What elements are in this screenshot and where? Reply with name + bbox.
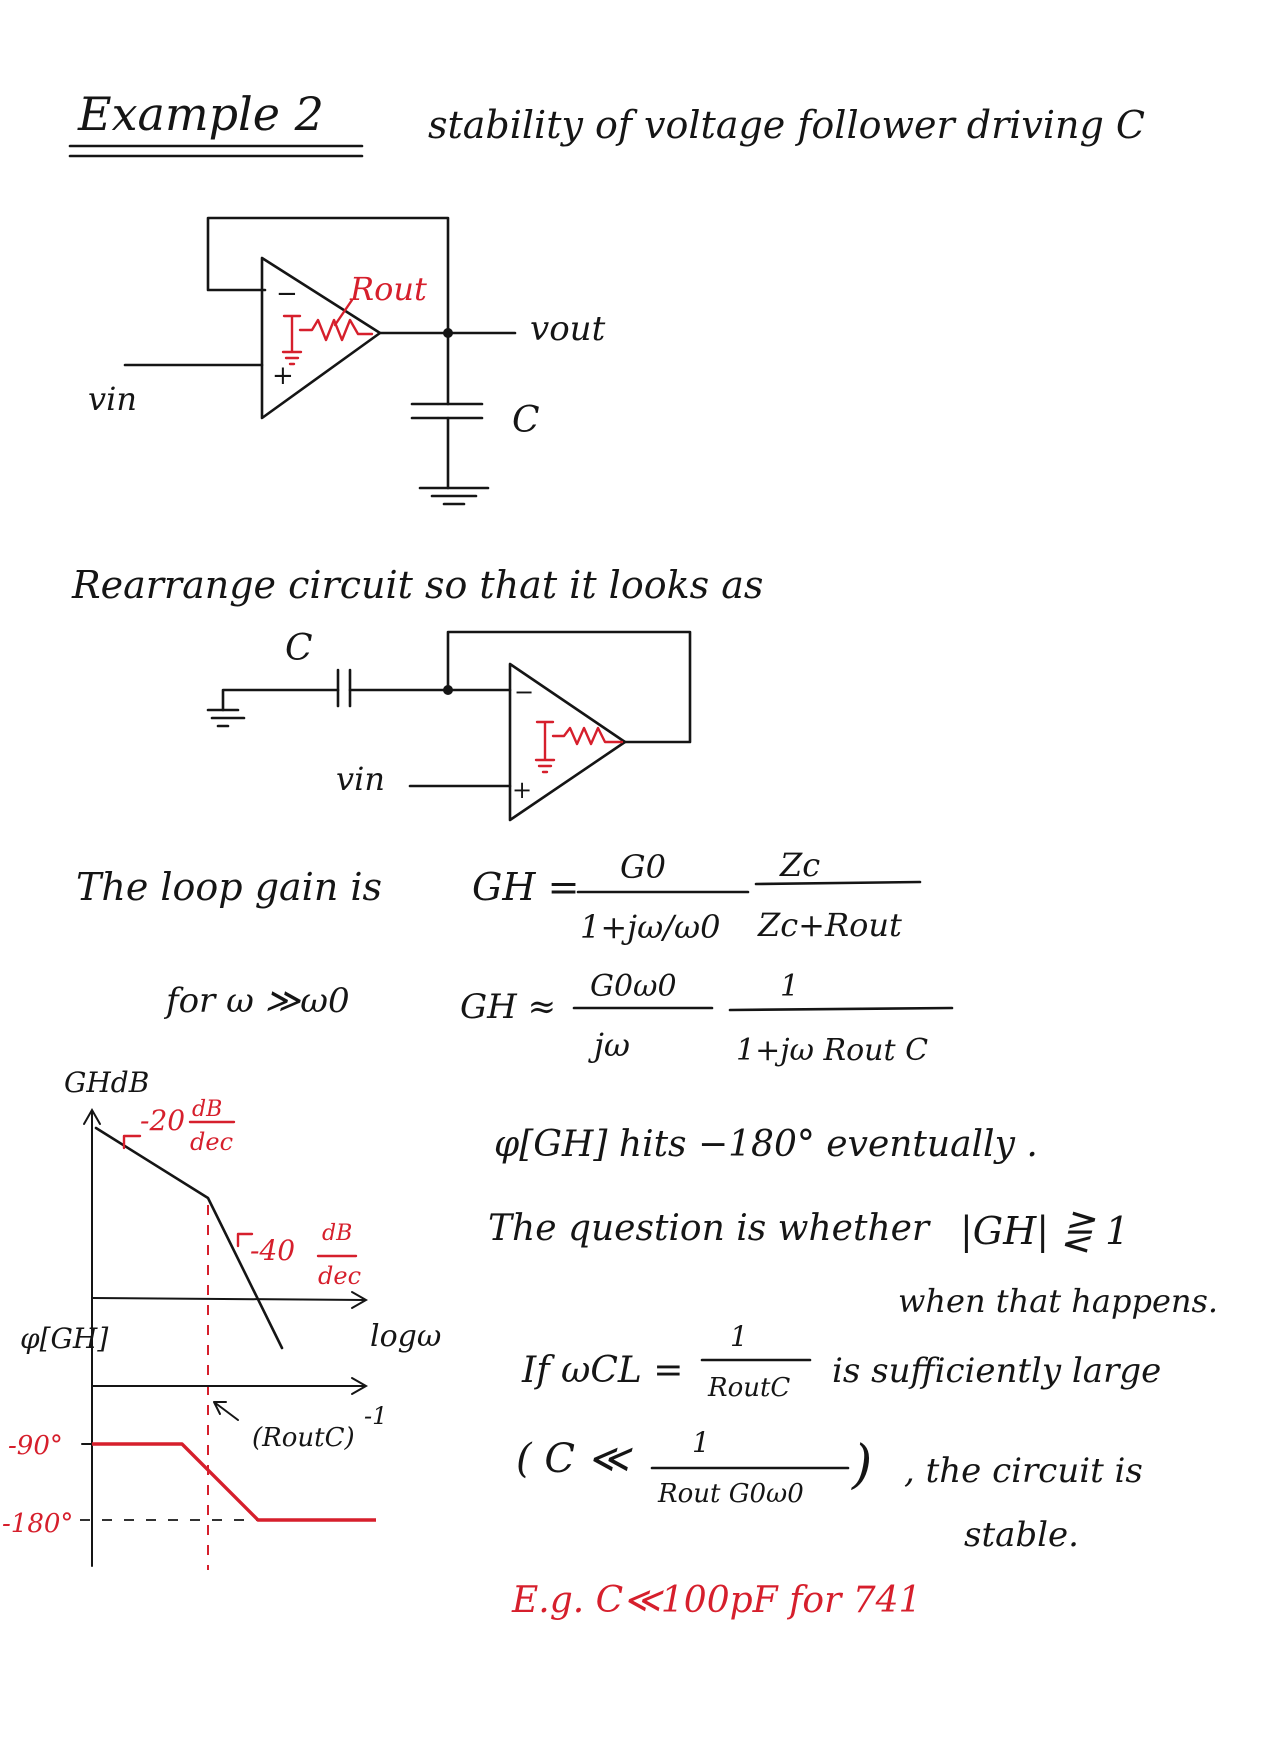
internal-source2-icon — [534, 720, 556, 774]
slope2-value: -40 — [250, 1234, 295, 1267]
opamp-minus: − — [276, 279, 298, 309]
phase-curve — [92, 1442, 376, 1522]
output-resistor2-icon — [551, 726, 624, 746]
frac1-numerator: G0 — [620, 848, 666, 886]
feedback-wire — [206, 216, 450, 335]
tick-180-label: -180° — [2, 1509, 73, 1539]
opamp2-minus: − — [514, 678, 534, 706]
slope1-unit-den: dec — [190, 1128, 233, 1156]
opamp2-plus: + — [512, 776, 532, 804]
slope1-triangle — [122, 1134, 142, 1150]
frac2-numerator: Zc — [779, 846, 820, 884]
if-text: If ωCL = — [521, 1350, 683, 1391]
vin2-label: vin — [336, 760, 385, 798]
rout-label: Rout — [349, 270, 427, 308]
explanation-line2b: |GH| ⋛ 1 — [960, 1209, 1129, 1253]
conclusion-b: stable. — [964, 1515, 1079, 1555]
if-denominator: RoutC — [707, 1373, 790, 1403]
example-title: Example 2 — [77, 87, 324, 141]
loop-gain-lhs: GH = — [472, 865, 579, 909]
ground2-icon — [206, 708, 246, 728]
corner-exponent: -1 — [364, 1402, 387, 1430]
example-741: E.g. C≪100pF for 741 — [511, 1580, 921, 1621]
plot-x-label: logω — [370, 1319, 441, 1354]
opamp-plus: + — [272, 361, 294, 391]
if-tail: is sufficiently large — [832, 1351, 1161, 1391]
plot-y-label: GHdB — [64, 1066, 149, 1099]
phase-label: φ[GH] — [20, 1322, 108, 1355]
phase-x-arrow-icon — [351, 1377, 369, 1395]
bode-plot: GHdB logω -20 dB dec -40 dB dec φ[GH] (R… — [2, 1066, 441, 1570]
vin-label: vin — [88, 380, 137, 418]
mag-y-arrow-icon — [83, 1107, 101, 1125]
cond-close: ) — [851, 1435, 872, 1495]
approx-equation: for ω ≫ω0 GH ≈ G0ω0 jω 1 1+jω Rout C — [163, 969, 954, 1068]
approx-condition: for ω ≫ω0 — [163, 981, 350, 1021]
ground-icon — [418, 486, 490, 506]
approx-frac1-denominator: jω — [588, 1026, 630, 1064]
cond-open: ( C ≪ — [516, 1436, 634, 1482]
slope2-unit-num: dB — [322, 1221, 352, 1246]
corner-label: (RoutC) — [252, 1423, 355, 1453]
magnitude-curve — [94, 1126, 284, 1350]
voltage-follower-circuit: − + Rout vin vout C — [88, 216, 606, 506]
cap-label: C — [512, 400, 540, 441]
explanation-line3: when that happens. — [898, 1282, 1218, 1320]
slope2-triangle — [236, 1232, 254, 1248]
if-numerator: 1 — [730, 1320, 748, 1353]
frac1-denominator: 1+jω/ω0 — [580, 908, 720, 946]
approx-frac2-numerator: 1 — [780, 969, 799, 1004]
corner-pointer — [213, 1401, 239, 1421]
approx-frac1-numerator: G0ω0 — [590, 969, 677, 1004]
cond-denominator: Rout G0ω0 — [657, 1479, 804, 1509]
explanation-line2a: The question is whether — [488, 1208, 931, 1249]
conclusion-a: , the circuit is — [904, 1451, 1143, 1491]
ground2-wire — [221, 688, 340, 712]
approx-frac2-bar — [728, 1006, 954, 1012]
approx-lhs: GH ≈ — [460, 987, 556, 1027]
mag-x-arrow-icon — [351, 1291, 369, 1309]
slope1-value: -20 — [140, 1104, 185, 1137]
feedback2-wire — [446, 630, 692, 744]
opamp2-triangle — [508, 662, 627, 822]
opamp-triangle — [260, 256, 382, 420]
output-resistor-icon — [298, 318, 374, 342]
frac2-denominator: Zc+Rout — [757, 906, 902, 944]
loop-gain-intro: The loop gain is — [76, 865, 382, 909]
loop-gain-equation: The loop gain is GH = G0 1+jω/ω0 Zc Zc+R… — [76, 846, 922, 946]
slope1-unit-num: dB — [192, 1097, 222, 1122]
tick-90-label: -90° — [8, 1431, 63, 1461]
approx-frac2-denominator: 1+jω Rout C — [736, 1033, 928, 1068]
explanation-line1: φ[GH] hits −180° eventually . — [494, 1124, 1038, 1165]
internal-source-icon — [281, 314, 303, 366]
rearrange-text: Rearrange circuit so that it looks as — [71, 563, 763, 607]
slope2-unit-den: dec — [318, 1262, 361, 1290]
cap2-label: C — [285, 628, 313, 669]
frac2-bar — [754, 880, 922, 886]
cond-numerator: 1 — [692, 1426, 710, 1459]
example-subtitle: stability of voltage follower driving C — [428, 103, 1145, 147]
vout-label: vout — [530, 309, 606, 349]
mag-x-axis — [91, 1297, 366, 1301]
rout-pointer — [333, 298, 354, 327]
explanation: φ[GH] hits −180° eventually . The questi… — [488, 1124, 1218, 1621]
rearranged-circuit: C − + vin — [206, 628, 692, 822]
